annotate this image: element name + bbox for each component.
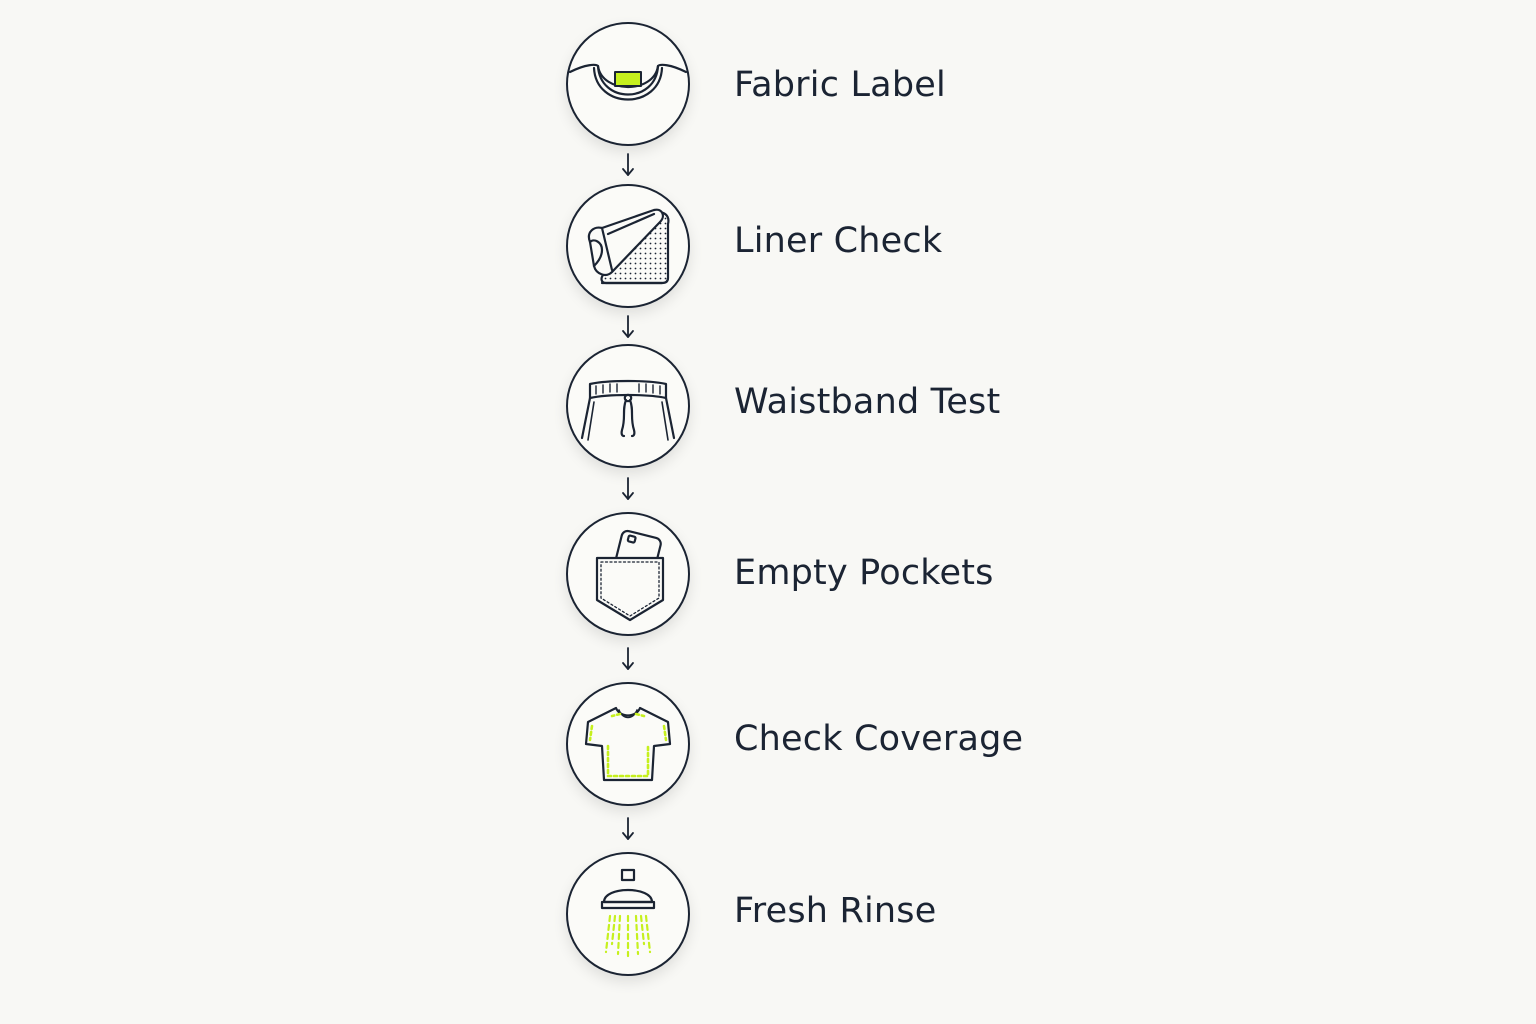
down-arrow-icon [620, 816, 636, 842]
shower-head-icon [566, 852, 690, 976]
step-label-empty-pockets: Empty Pockets [734, 553, 994, 593]
mesh-liner-icon [566, 184, 690, 308]
down-arrow-icon [620, 476, 636, 502]
tshirt-outline-icon [566, 682, 690, 806]
step-label-fresh-rinse: Fresh Rinse [734, 891, 937, 931]
step-label-waistband-test: Waistband Test [734, 382, 1001, 422]
phone-in-pocket-icon [566, 512, 690, 636]
down-arrow-icon [620, 314, 636, 340]
down-arrow-icon [620, 152, 636, 178]
drawstring-shorts-icon [566, 344, 690, 468]
step-label-fabric-label: Fabric Label [734, 65, 946, 105]
step-label-liner-check: Liner Check [734, 221, 943, 261]
shirt-collar-tag-icon [566, 22, 690, 146]
down-arrow-icon [620, 646, 636, 672]
step-label-check-coverage: Check Coverage [734, 719, 1024, 759]
